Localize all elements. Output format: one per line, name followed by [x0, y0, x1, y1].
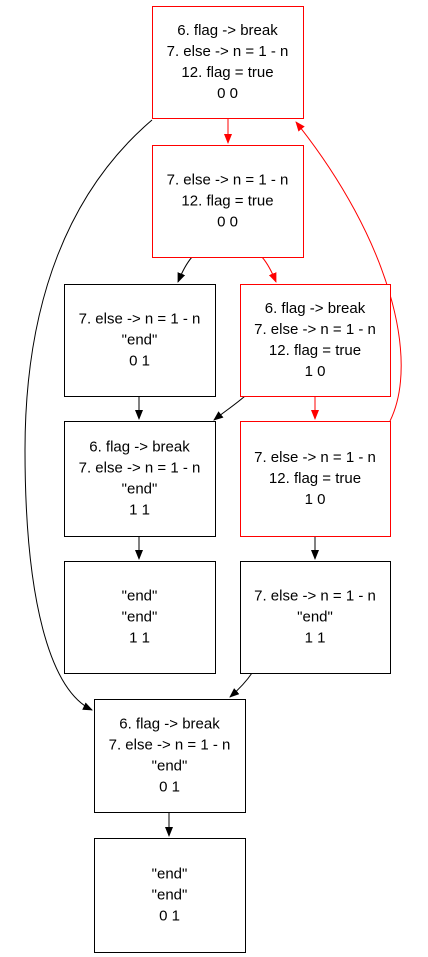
- edge-n4-n5: [213, 395, 246, 421]
- node-label-line: 0 0: [217, 85, 238, 102]
- state-node-n10: "end" "end" 0 1: [94, 838, 246, 953]
- node-box: [240, 421, 391, 537]
- node-label-line: 12. flag = true: [181, 64, 273, 81]
- node-label-line: "end": [152, 866, 188, 883]
- node-label-line: 7. else -> n = 1 - n: [254, 449, 376, 466]
- node-label-line: 0 0: [217, 214, 238, 231]
- state-node-n5: 6. flag -> break 7. else -> n = 1 - n "end…: [64, 421, 216, 537]
- state-node-n9: 6. flag -> break 7. else -> n = 1 - n "end…: [94, 699, 246, 813]
- node-label-line: 7. else -> n = 1 - n: [79, 311, 201, 328]
- node-label-line: 6. flag -> break: [89, 439, 190, 456]
- node-box: [152, 145, 304, 258]
- edge-n1-n9: [24, 119, 153, 711]
- node-label-line: "end": [122, 332, 158, 349]
- node-label-line: 12. flag = true: [269, 342, 361, 359]
- node-label-line: 7. else -> n = 1 - n: [167, 172, 289, 189]
- state-node-n8: 7. else -> n = 1 - n "end" 1 1: [240, 561, 391, 674]
- node-label-line: 1 0: [305, 363, 326, 380]
- node-label-line: 0 1: [159, 908, 180, 925]
- state-node-n3: 7. else -> n = 1 - n "end" 0 1: [64, 284, 216, 397]
- node-label-line: 6. flag -> break: [119, 716, 220, 733]
- node-label-line: 7. else -> n = 1 - n: [79, 460, 201, 477]
- node-label-line: 1 0: [305, 491, 326, 508]
- node-label-line: 6. flag -> break: [265, 300, 366, 317]
- node-box: [94, 838, 246, 953]
- node-box: [152, 6, 304, 119]
- node-label-line: "end": [122, 588, 158, 605]
- node-label-line: 7. else -> n = 1 - n: [109, 737, 231, 754]
- state-node-n6: 7. else -> n = 1 - n 12. flag = true 1 0: [240, 421, 391, 537]
- node-box: [240, 561, 391, 674]
- node-label-line: "end": [122, 481, 158, 498]
- node-box: [64, 421, 216, 537]
- node-label-line: 12. flag = true: [269, 470, 361, 487]
- state-node-n4: 6. flag -> break 7. else -> n = 1 - n 12. …: [240, 284, 391, 397]
- node-label-line: 12. flag = true: [181, 193, 273, 210]
- node-label-line: 1 1: [305, 630, 326, 647]
- edge-n2-n3: [177, 256, 193, 283]
- node-label-line: "end": [122, 609, 158, 626]
- state-node-n2: 7. else -> n = 1 - n 12. flag = true 0 0: [152, 145, 304, 258]
- edge-n2-n4: [261, 256, 277, 283]
- node-label-line: "end": [297, 609, 333, 626]
- node-label-line: "end": [152, 758, 188, 775]
- node-label-line: 7. else -> n = 1 - n: [254, 588, 376, 605]
- node-label-line: 0 1: [159, 779, 180, 796]
- state-node-n1: 6. flag -> break 7. else -> n = 1 - n 12. …: [152, 6, 304, 119]
- node-box: [240, 284, 391, 397]
- state-node-n7: "end" "end" 1 1: [64, 561, 216, 674]
- node-box: [94, 699, 246, 813]
- node-label-line: 1 1: [129, 630, 150, 647]
- node-label-line: 7. else -> n = 1 - n: [254, 321, 376, 338]
- edge-n8-n9: [229, 672, 253, 698]
- node-label-line: 6. flag -> break: [177, 22, 278, 39]
- node-label-line: 0 1: [129, 353, 150, 370]
- node-label-line: "end": [152, 887, 188, 904]
- node-label-line: 7. else -> n = 1 - n: [167, 43, 289, 60]
- node-box: [64, 561, 216, 674]
- node-label-line: 1 1: [129, 502, 150, 519]
- node-box: [64, 284, 216, 397]
